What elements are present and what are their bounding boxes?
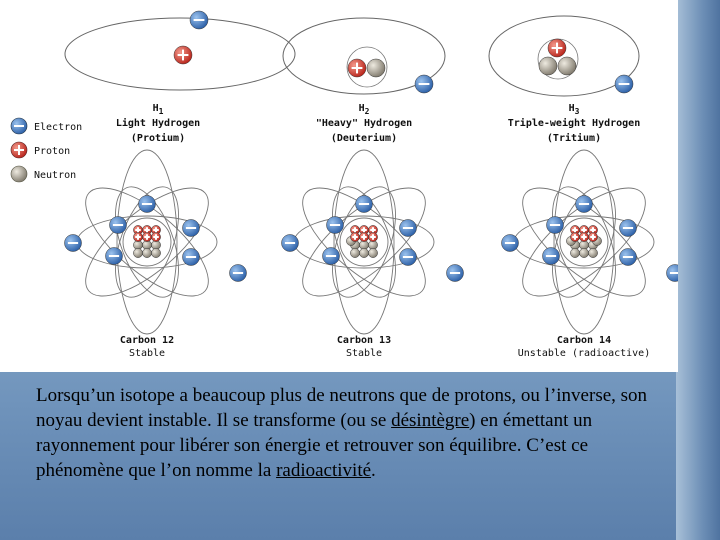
carbon-13-status: Stable xyxy=(346,348,382,359)
electron-icon xyxy=(414,74,434,94)
electron-icon xyxy=(182,219,200,237)
proton-icon xyxy=(579,232,589,242)
neutron-icon xyxy=(368,248,378,258)
electron-icon xyxy=(399,248,417,266)
proton-icon xyxy=(142,232,152,242)
proton-icon xyxy=(173,45,193,65)
caption-text-1: Lorsqu’un isotope a beaucoup plus de neu… xyxy=(36,385,648,431)
neutron-icon xyxy=(10,165,28,183)
caption-paragraph: Lorsqu’un isotope a beaucoup plus de neu… xyxy=(36,383,676,483)
caption-link-radioactivite: radioactivité xyxy=(276,460,372,481)
caption-text-2: ) en émettant un rayonnement pour libére… xyxy=(36,410,593,481)
proton-icon xyxy=(368,232,378,242)
background-streak xyxy=(676,0,720,540)
proton-icon xyxy=(151,232,161,242)
proton-icon xyxy=(359,232,369,242)
hydrogen-1-atom xyxy=(64,10,296,91)
electron-icon xyxy=(619,248,637,266)
hydrogen-3-atom xyxy=(488,15,640,97)
neutron-icon xyxy=(366,58,386,78)
hydrogen-2-sub: (Deuterium) xyxy=(331,132,397,144)
electron-icon xyxy=(575,195,593,213)
electron-icon xyxy=(109,216,127,234)
neutron-icon xyxy=(579,248,589,258)
electron-icon xyxy=(619,219,637,237)
neutron-icon xyxy=(151,248,161,258)
svg-text:H2: H2 xyxy=(359,103,370,116)
legend-electron-label: Electron xyxy=(34,122,82,133)
carbon-14-status: Unstable (radioactive) xyxy=(518,348,650,359)
neutron-icon xyxy=(350,248,360,258)
svg-text:H3: H3 xyxy=(569,103,580,116)
hydrogen-3-sub: (Tritium) xyxy=(547,132,601,144)
neutron-icon xyxy=(359,248,369,258)
hydrogen-1-name: Light Hydrogen xyxy=(116,117,200,129)
carbon-14-name: Carbon 14 xyxy=(557,335,611,346)
electron-icon xyxy=(446,264,464,282)
hydrogen-2-name: "Heavy" Hydrogen xyxy=(316,118,412,129)
electron-icon xyxy=(64,234,82,252)
neutron-icon xyxy=(133,248,143,258)
electron-icon xyxy=(322,247,340,265)
legend-electron: Electron xyxy=(10,117,82,135)
electron-icon xyxy=(542,247,560,265)
proton-icon xyxy=(547,38,567,58)
electron-icon xyxy=(189,10,209,30)
proton-icon xyxy=(588,232,598,242)
proton-icon xyxy=(368,225,378,235)
neutron-icon xyxy=(538,56,558,76)
electron-icon xyxy=(281,234,299,252)
neutron-icon xyxy=(142,248,152,258)
hydrogen-3-name: Triple-weight Hydrogen xyxy=(508,117,640,129)
hydrogen-2-atom xyxy=(282,17,446,95)
svg-text:H1: H1 xyxy=(153,103,164,116)
electron-icon xyxy=(666,264,678,282)
electron-icon xyxy=(229,264,247,282)
hydrogen-2-label: H2 "Heavy" Hydrogen (Deuterium) xyxy=(316,103,412,144)
neutron-icon xyxy=(557,56,577,76)
legend-neutron-label: Neutron xyxy=(34,170,76,181)
hydrogen-1-sub: (Protium) xyxy=(131,132,185,144)
electron-icon xyxy=(355,195,373,213)
electron-icon xyxy=(501,234,519,252)
carbon-12-name: Carbon 12 xyxy=(120,335,174,346)
carbon-12-status: Stable xyxy=(129,348,165,359)
proton-icon xyxy=(133,232,143,242)
electron-icon xyxy=(182,248,200,266)
proton-icon xyxy=(350,232,360,242)
electron-icon xyxy=(138,195,156,213)
legend-neutron: Neutron xyxy=(10,165,76,183)
electron-icon xyxy=(105,247,123,265)
legend: Electron Proton Neutron xyxy=(10,117,82,183)
electron-icon xyxy=(326,216,344,234)
electron-icon xyxy=(399,219,417,237)
hydrogen-3-label: H3 Triple-weight Hydrogen (Tritium) xyxy=(508,103,640,144)
isotope-diagram: Electron Proton Neutron xyxy=(10,10,678,359)
neutron-icon xyxy=(570,248,580,258)
proton-icon xyxy=(570,232,580,242)
electron-icon xyxy=(614,74,634,94)
legend-proton: Proton xyxy=(10,141,70,159)
carbon-14-atom xyxy=(501,149,678,335)
carbon-13-atom xyxy=(281,149,464,335)
electron-icon xyxy=(546,216,564,234)
isotope-diagram-panel: Electron Proton Neutron xyxy=(10,10,678,359)
legend-proton-label: Proton xyxy=(34,146,70,157)
neutron-icon xyxy=(588,248,598,258)
caption-link-desintegre: désintègre xyxy=(391,410,470,431)
caption-text-3: . xyxy=(371,460,376,481)
carbon-13-name: Carbon 13 xyxy=(337,335,391,346)
hydrogen-1-label: H1 Light Hydrogen (Protium) xyxy=(116,103,200,144)
carbon-12-atom xyxy=(64,149,247,335)
proton-icon xyxy=(347,58,367,78)
